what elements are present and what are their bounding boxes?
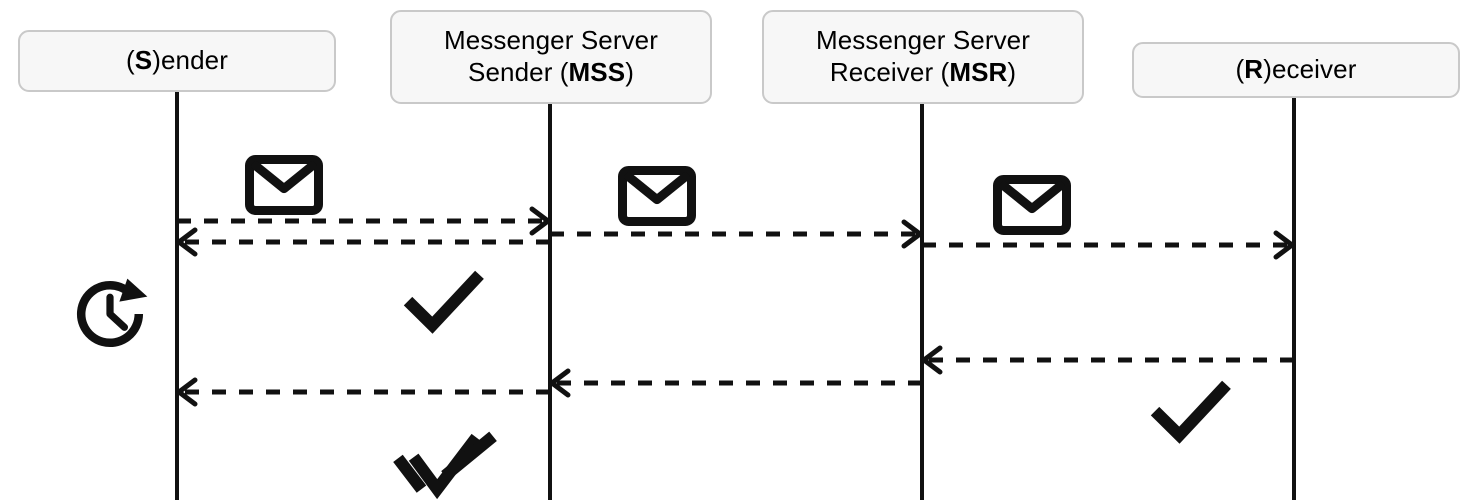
double-check-icon-mss xyxy=(393,431,497,500)
message-arrow-mss-to-sender xyxy=(176,227,550,257)
message-arrow-receiver-to-msr xyxy=(921,345,1294,375)
envelope-icon-msr-to-receiver xyxy=(993,175,1071,235)
message-arrow-msr-to-mss xyxy=(549,368,922,398)
lifeline-receiver xyxy=(1292,98,1296,500)
single-check-icon-receiver xyxy=(1150,380,1231,444)
participant-label-line: (R)eceiver xyxy=(1235,54,1357,85)
participant-label-receiver: (R)eceiver xyxy=(1236,54,1357,86)
participant-label-line: Sender (MSS) xyxy=(468,57,634,87)
participant-box-receiver[interactable]: (R)eceiver xyxy=(1132,42,1460,98)
lifeline-mss xyxy=(548,104,552,500)
lifeline-sender xyxy=(175,92,179,500)
single-check-icon-mss xyxy=(403,270,484,334)
participant-label-line: Messenger Server xyxy=(443,25,659,56)
participant-label-line: Receiver (MSR) xyxy=(829,57,1017,87)
envelope-icon-mss-to-msr xyxy=(618,166,696,226)
participant-box-sender[interactable]: (S)ender xyxy=(18,30,336,92)
message-arrow-sender-to-mss xyxy=(177,206,551,236)
message-arrow-mss-to-sender xyxy=(176,377,550,407)
clock-retry-icon-sender xyxy=(77,278,148,348)
message-arrow-msr-to-receiver xyxy=(922,230,1295,260)
lifeline-msr xyxy=(920,104,924,500)
envelope-icon-sender-to-mss xyxy=(245,155,323,215)
participant-label-line: (S)ender xyxy=(126,45,228,76)
message-arrow-mss-to-msr xyxy=(550,219,923,249)
participant-label-sender: (S)ender xyxy=(126,45,228,77)
participant-label-line: Messenger Server xyxy=(815,25,1031,56)
